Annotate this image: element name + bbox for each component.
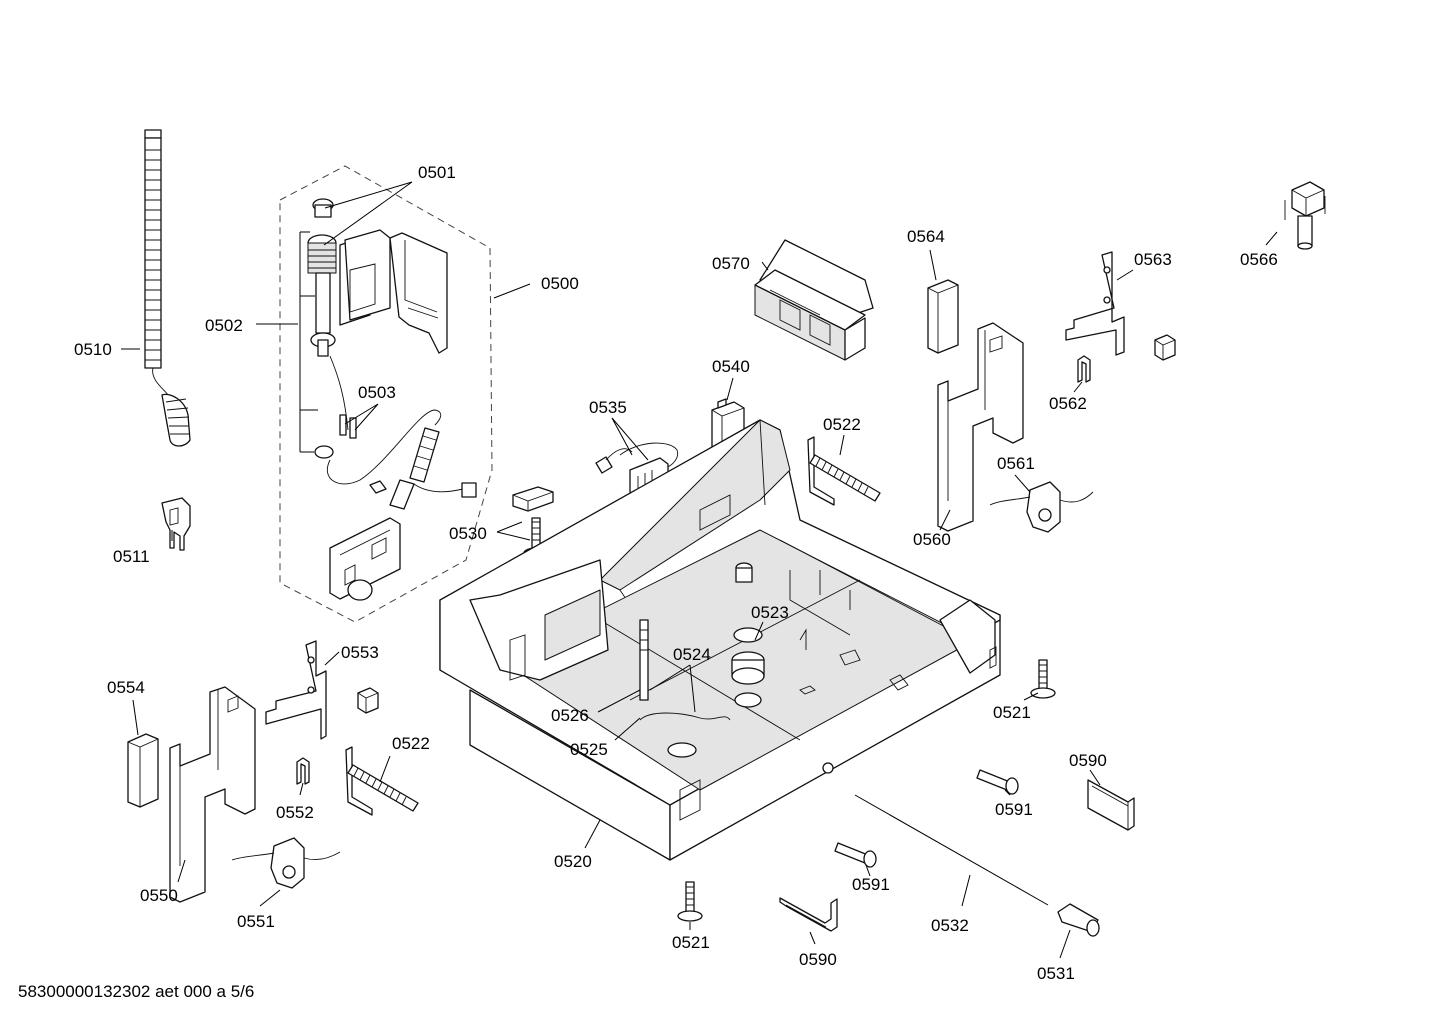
screw-part-0591-right [976,769,1019,795]
hinge-part-0551 [231,837,341,889]
label-0570: 0570 [712,254,750,273]
label-0521-right: 0521 [993,703,1031,722]
bracket-part-0563 [1065,251,1125,356]
clip-part-0552 [296,757,310,785]
label-0560: 0560 [913,530,951,549]
label-0523: 0523 [751,603,789,622]
foot-part-0521-right [1030,659,1056,699]
drain-hose-part [144,129,191,447]
clip-part-0562 [1077,355,1091,383]
label-0561: 0561 [997,454,1035,473]
spring-part-0522-upper [807,436,881,506]
clip-part-small [1154,334,1176,361]
label-0591-right: 0591 [995,800,1033,819]
clip-part-small-left [357,687,379,714]
label-0564: 0564 [907,227,945,246]
label-0550: 0550 [140,886,178,905]
label-0522-lower: 0522 [392,734,430,753]
rod-part-0532 [854,794,1049,906]
label-0532: 0532 [931,916,969,935]
screw-part-0591-left [834,842,877,868]
label-0590-bottom: 0590 [799,950,837,969]
label-0531: 0531 [1037,964,1075,983]
label-0510: 0510 [74,340,112,359]
label-0522-upper: 0522 [823,415,861,434]
cap-part-0531 [1057,903,1100,937]
bracket-part-0553 [265,640,327,740]
foot-part-0521-bottom [677,881,703,922]
valve-part-0502 [307,198,448,357]
control-module-part-0570 [754,239,874,361]
label-0503: 0503 [358,383,396,402]
wire-part-0503 [314,355,442,485]
bracket-part-0564 [927,279,959,354]
clip-part-0511 [161,497,191,551]
label-0502: 0502 [205,316,243,335]
label-0563: 0563 [1134,250,1172,269]
label-0521-bottom: 0521 [672,933,710,952]
hinge-part-0561 [989,481,1094,533]
float-switch-part [329,517,401,601]
spring-part-0522-lower [345,746,419,816]
leader-lines [121,181,1278,959]
label-0590-right: 0590 [1069,751,1107,770]
rail-part-0590-right [1087,779,1135,831]
part-labels: 0501 0500 0502 0503 0510 0511 0530 0535 … [74,163,1278,983]
label-0524: 0524 [673,645,711,664]
label-0562: 0562 [1049,394,1087,413]
label-0591-left: 0591 [852,875,890,894]
assembly-outline-0500 [279,165,493,623]
label-0520: 0520 [554,852,592,871]
label-0530: 0530 [449,524,487,543]
label-0551: 0551 [237,912,275,931]
label-0500: 0500 [541,274,579,293]
label-0511: 0511 [113,547,150,566]
label-0535: 0535 [589,398,627,417]
label-0552: 0552 [276,803,314,822]
rail-part-0590-bottom [779,897,838,932]
label-0501: 0501 [418,163,456,182]
base-tray-part-0520 [439,419,1001,861]
bracket-part-0550 [169,686,256,903]
bracket-part-0554 [127,733,159,808]
bracket-part-0560 [937,322,1024,532]
label-0554: 0554 [107,678,145,697]
document-code-footer: 58300000132302 aet 000 a 5/6 [18,982,254,1001]
inlet-hose-part [369,427,477,510]
label-0525: 0525 [570,740,608,759]
label-0553: 0553 [341,643,379,662]
label-0540: 0540 [712,357,750,376]
label-0526: 0526 [551,706,589,725]
label-0566: 0566 [1240,250,1278,269]
sensor-part-0566 [1284,181,1326,250]
